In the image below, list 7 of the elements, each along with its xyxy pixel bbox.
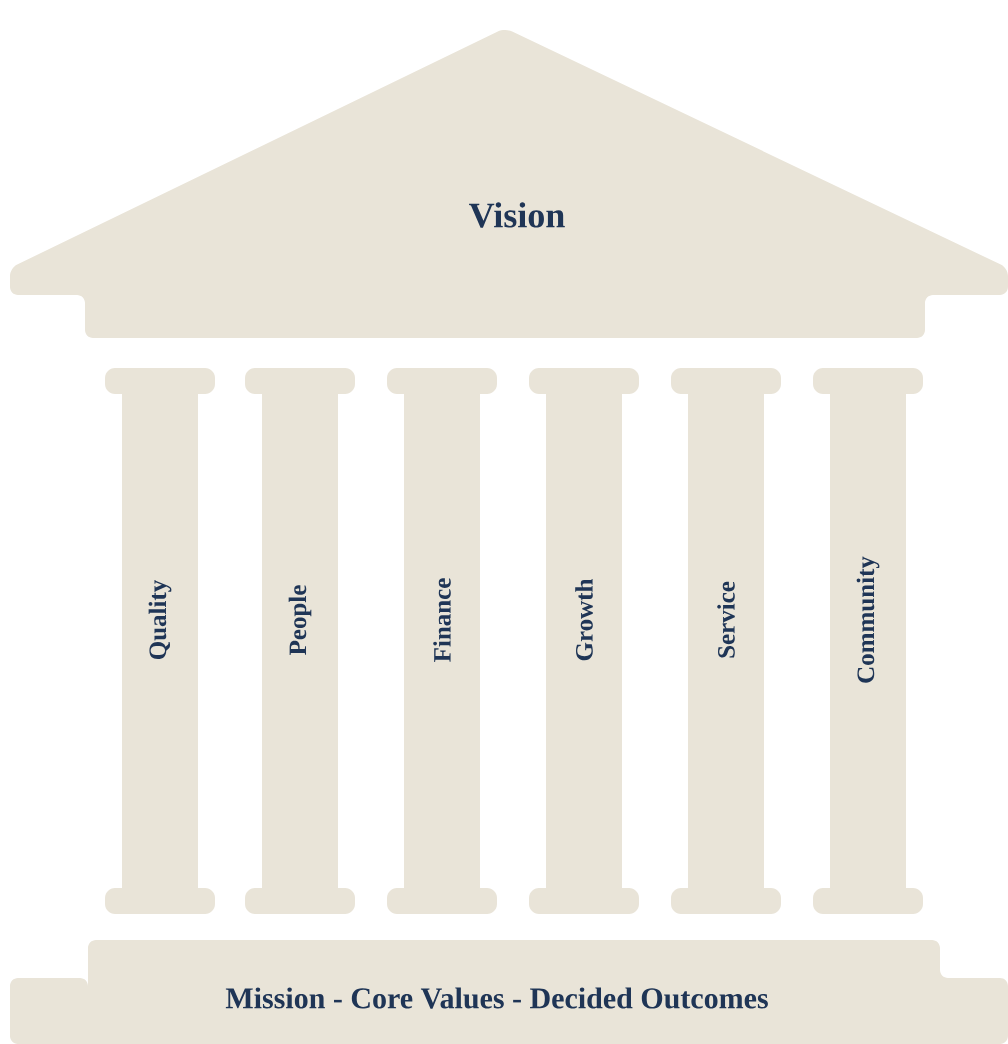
pillar: Quality (105, 368, 215, 914)
base-platform: Mission - Core Values - Decided Outcomes (10, 940, 1008, 1044)
pillar: Community (813, 368, 923, 914)
pillar: People (245, 368, 355, 914)
pillar: Growth (529, 368, 639, 914)
pillar: Service (671, 368, 781, 914)
pillar: Finance (387, 368, 497, 914)
